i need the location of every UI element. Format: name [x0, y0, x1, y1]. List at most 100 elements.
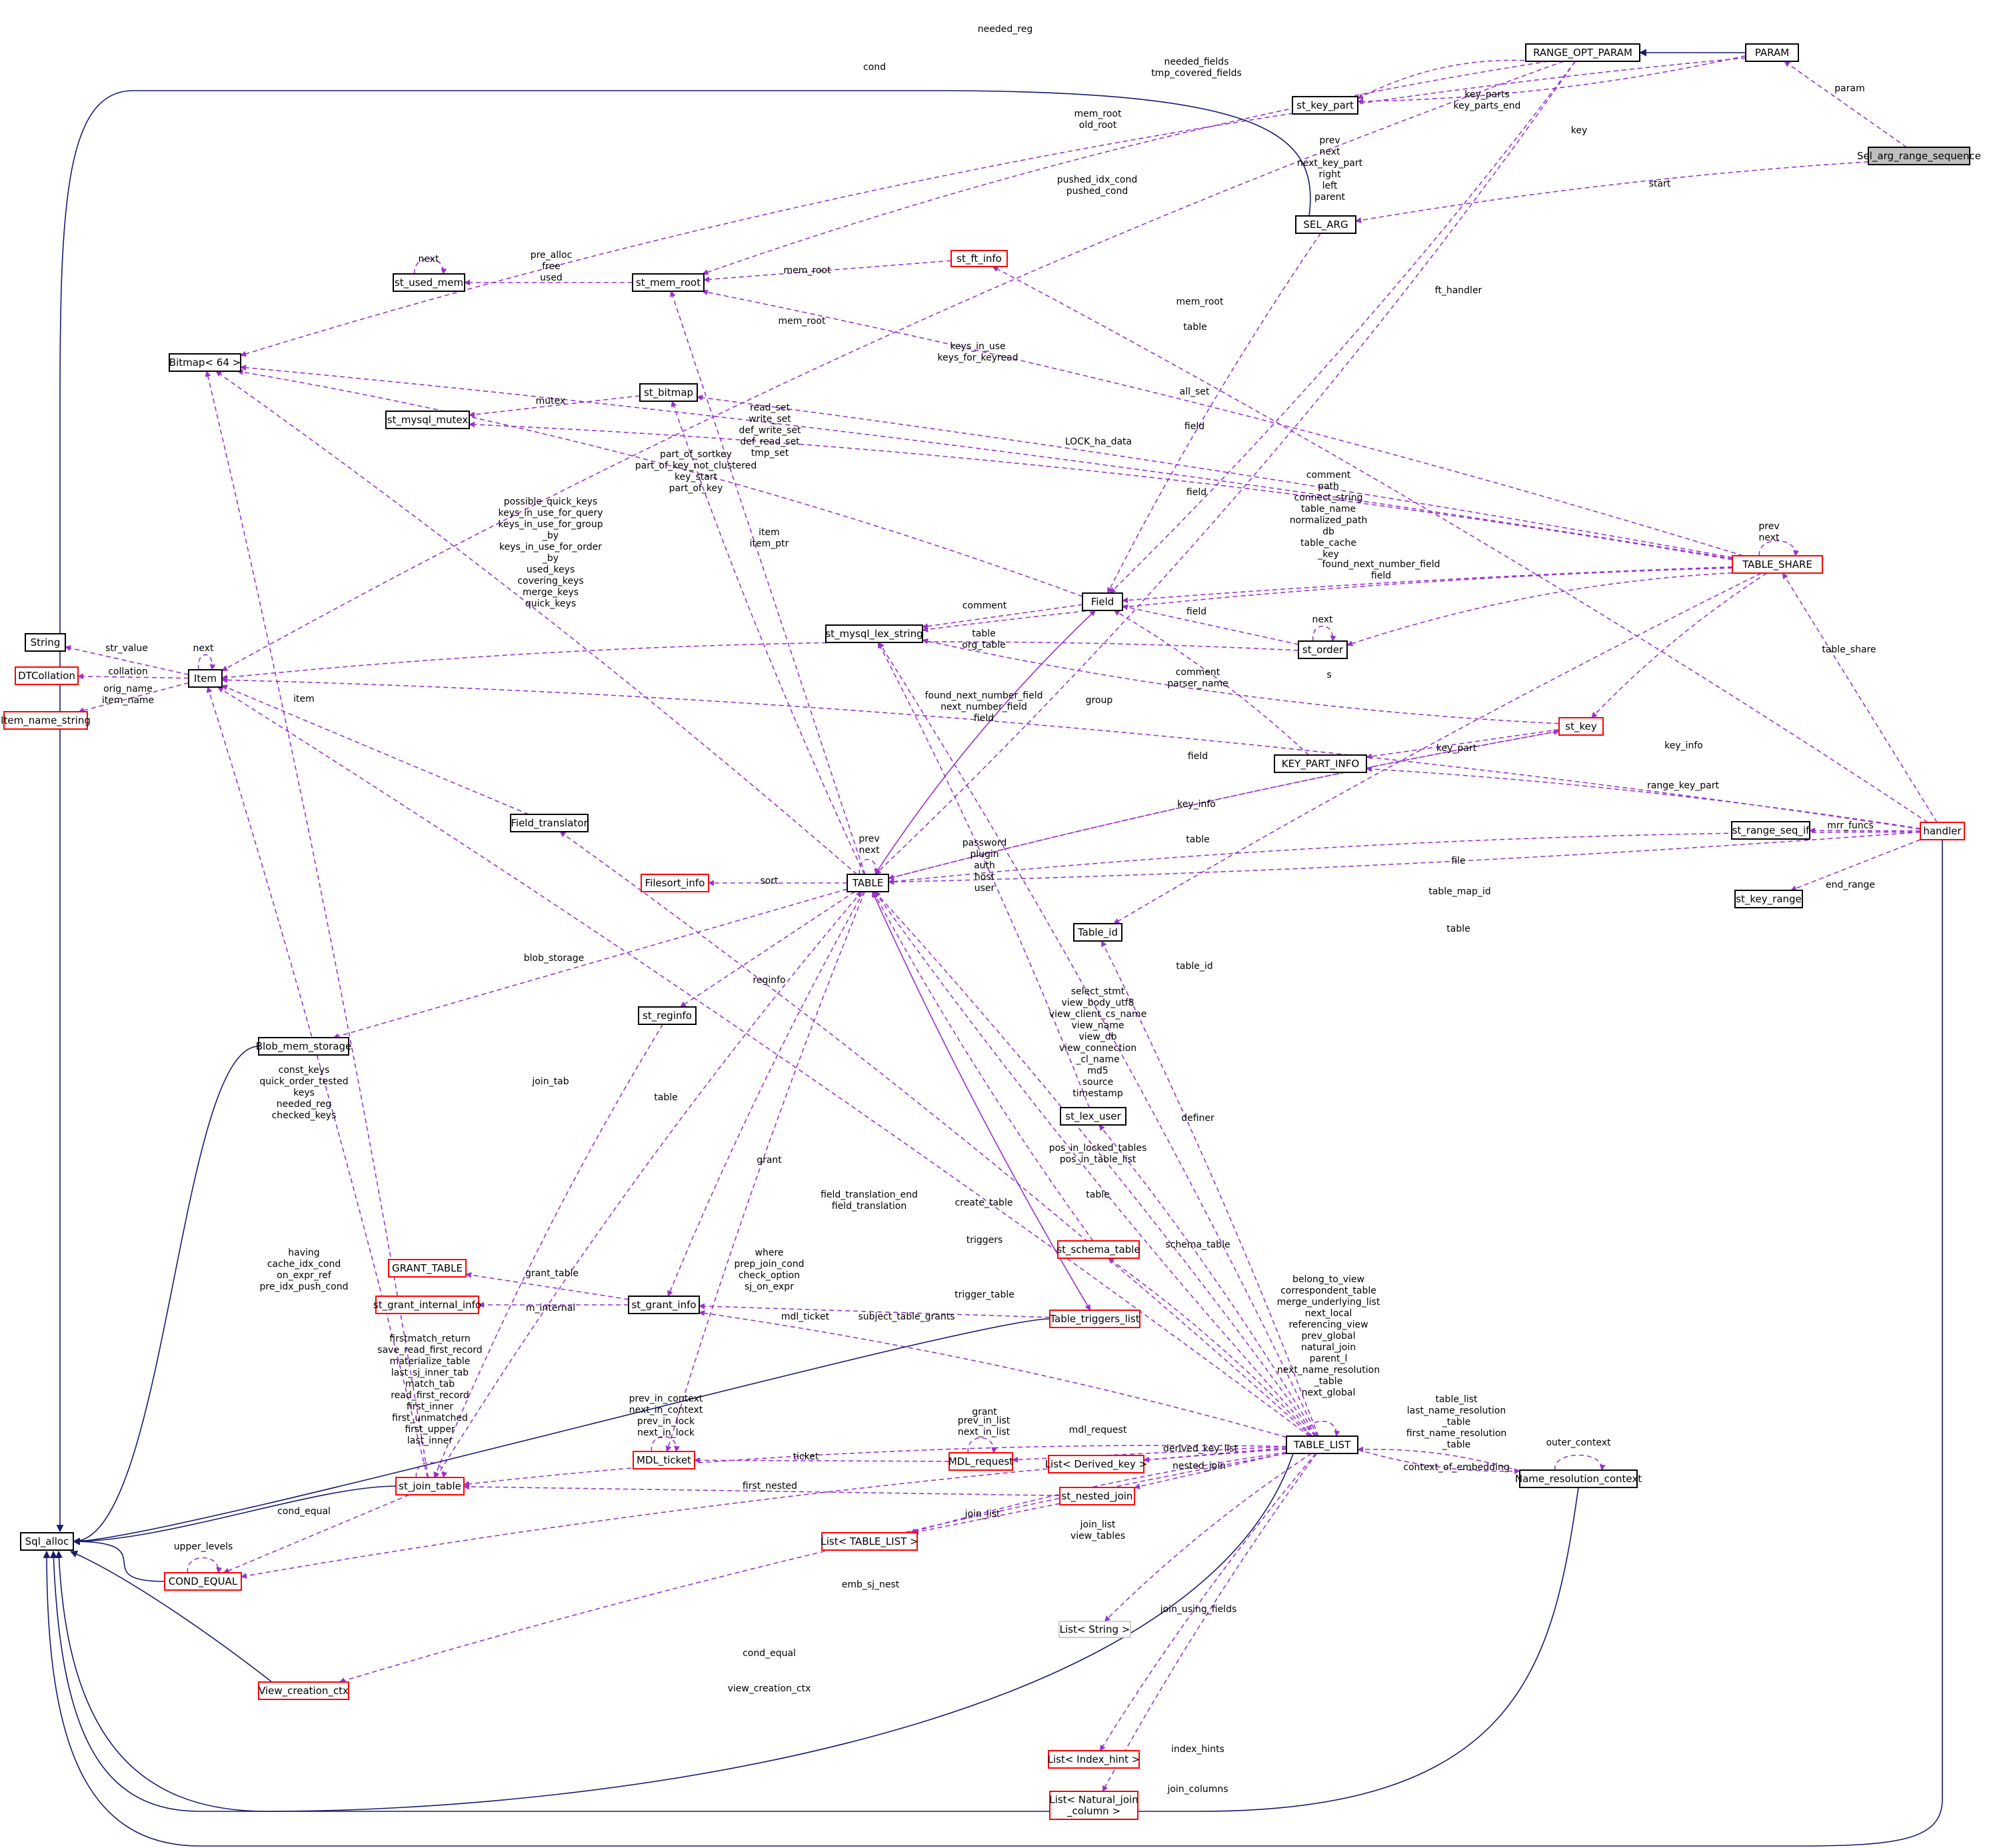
node-table[interactable]: TABLE: [847, 874, 889, 892]
edge-label-line: key_info: [1664, 740, 1703, 751]
node-label: SEL_ARG: [1303, 219, 1348, 231]
node-label: Filesort_info: [645, 877, 705, 890]
usage-edge-table-to-table: [859, 858, 880, 875]
node-handler[interactable]: handler: [1920, 822, 1965, 840]
node-dtcollation[interactable]: DTCollation: [15, 666, 79, 685]
edge-label-line: keys_in_use_for_order: [499, 542, 602, 552]
node-item-name-string[interactable]: Item_name_string: [1, 711, 91, 730]
edge-label-line: mrr_funcs: [1827, 820, 1874, 831]
edge-label-line: prep_join_cond: [734, 1259, 804, 1270]
node-grant-table[interactable]: GRANT_TABLE: [388, 1259, 467, 1278]
node-range-opt-param[interactable]: RANGE_OPT_PARAM: [1525, 43, 1640, 62]
usage-edge-table-share-to-st-mysql-mutex: [469, 421, 1733, 560]
node-cond-equal[interactable]: COND_EQUAL: [164, 1572, 242, 1591]
edge-label-line: next: [1319, 147, 1340, 157]
node-bitmap64[interactable]: Bitmap< 64 >: [169, 353, 241, 372]
edge-label-next-order: next: [1312, 614, 1333, 625]
usage-edge-st-order-to-st-order: [1312, 625, 1336, 642]
edge-label-line: db: [1322, 526, 1334, 537]
edge-label-prev-in-context: prev_in_contextnext_in_contextprev_in_lo…: [629, 1393, 703, 1438]
node-st-reginfo[interactable]: st_reginfo: [638, 1006, 697, 1025]
node-list-derived-key[interactable]: List< Derived_key >: [1045, 1455, 1147, 1473]
edge-label-line: subject_table_grants: [858, 1312, 955, 1322]
edge-label-line: emb_sj_nest: [842, 1579, 900, 1590]
node-st-schema-table[interactable]: st_schema_table: [1056, 1240, 1140, 1259]
edge-label-line: table: [1086, 1190, 1109, 1200]
usage-edge-table-share-to-st-bitmap: [697, 395, 1733, 558]
node-sel-arg[interactable]: SEL_ARG: [1295, 215, 1356, 234]
edge-label-line: table_list: [1435, 1394, 1478, 1405]
node-field[interactable]: Field: [1082, 592, 1123, 611]
edge-label-line: timestamp: [1072, 1088, 1123, 1099]
inheritance-edge-table-list-to-sql-alloc: [55, 1453, 1294, 1812]
node-item[interactable]: Item: [188, 669, 223, 688]
node-list-natural-join-column[interactable]: List< Natural_join_column >: [1049, 1791, 1138, 1820]
node-label: Sql_alloc: [25, 1535, 69, 1548]
edge-label-table-stkey: table: [1186, 834, 1209, 845]
node-field-translator[interactable]: Field_translator: [510, 814, 589, 832]
usage-edge-table-triggers-list-to-table: [872, 891, 1091, 1311]
node-st-key[interactable]: st_key: [1558, 717, 1604, 736]
node-st-used-mem[interactable]: st_used_mem: [393, 273, 465, 292]
node-table-triggers-list[interactable]: Table_triggers_list: [1049, 1310, 1140, 1328]
edge-label-definer: definer: [1181, 1113, 1214, 1124]
edge-label-mdl-ticket-lbl: mdl_ticket: [781, 1312, 830, 1322]
node-list-string[interactable]: List< String >: [1058, 1621, 1131, 1638]
usage-edge-table-share-to-field: [1122, 566, 1733, 604]
node-st-lex-user[interactable]: st_lex_user: [1060, 1107, 1126, 1126]
usage-edge-handler-to-st-ft-info: [992, 266, 1928, 823]
usage-edge-field-to-st-mysql-lex-string: [922, 604, 1083, 630]
node-list-table-list[interactable]: List< TABLE_LIST >: [821, 1532, 919, 1551]
node-st-mysql-mutex[interactable]: st_mysql_mutex: [385, 411, 470, 429]
edge-label-line: table: [1183, 322, 1206, 333]
node-list-index-hint[interactable]: List< Index_hint >: [1048, 1750, 1140, 1769]
node-view-creation-ctx[interactable]: View_creation_ctx: [258, 1681, 349, 1700]
node-st-ft-info[interactable]: st_ft_info: [951, 250, 1008, 267]
usage-edge-mdl-request-to-mdl-request: [967, 1437, 998, 1453]
node-st-grant-info[interactable]: st_grant_info: [628, 1296, 700, 1314]
edge-label-line: host: [975, 872, 995, 882]
node-st-mem-root[interactable]: st_mem_root: [632, 273, 705, 292]
node-st-bitmap[interactable]: st_bitmap: [639, 383, 698, 402]
node-st-order[interactable]: st_order: [1298, 640, 1348, 659]
inheritance-edge-handler-to-sql-alloc: [43, 840, 1943, 1847]
node-param[interactable]: PARAM: [1745, 43, 1799, 62]
node-st-grant-internal-info[interactable]: st_grant_internal_info: [373, 1296, 481, 1314]
node-sel-arg-range-sequence[interactable]: Sel_arg_range_sequence: [1857, 147, 1981, 165]
node-string[interactable]: String: [25, 633, 66, 652]
edge-label-line: field: [1186, 606, 1206, 617]
node-st-join-table[interactable]: st_join_table: [395, 1477, 465, 1495]
node-table-id[interactable]: Table_id: [1073, 923, 1122, 942]
usage-edge-st-nested-join-to-list-table-list: [912, 1503, 1060, 1535]
node-key-part-info[interactable]: KEY_PART_INFO: [1274, 754, 1367, 773]
edge-label-line: referencing_view: [1288, 1320, 1368, 1330]
node-mdl-request[interactable]: MDL_request: [949, 1452, 1013, 1471]
node-blob-mem-storage[interactable]: Blob_mem_storage: [256, 1037, 352, 1056]
usage-edge-table-list-to-list-natural-join-column: [1102, 1453, 1317, 1792]
node-st-key-range[interactable]: st_key_range: [1734, 890, 1803, 908]
inheritance-edge-sel-arg-to-sql-alloc: [56, 90, 1311, 1533]
edge-label-line: left: [1322, 181, 1338, 191]
node-table-share[interactable]: TABLE_SHARE: [1732, 555, 1823, 574]
node-st-mysql-lex-string[interactable]: st_mysql_lex_string: [825, 624, 923, 643]
node-box: [1745, 43, 1799, 62]
usage-edge-sel-arg-range-sequence-to-param: [1784, 61, 1907, 148]
node-st-key-part[interactable]: st_key_part: [1292, 96, 1358, 115]
edge-label-line: next_in_context: [629, 1405, 703, 1415]
edge-label-needed-reg: needed_reg: [978, 24, 1032, 35]
node-st-range-seq-if[interactable]: st_range_seq_if: [1731, 821, 1810, 840]
node-name-resolution-context[interactable]: Name_resolution_context: [1515, 1469, 1642, 1488]
edge-label-line: orig_name: [103, 684, 153, 694]
edge-label-line: next_global: [1302, 1387, 1356, 1398]
node-filesort-info[interactable]: Filesort_info: [641, 874, 709, 892]
edge-label-line: check_option: [739, 1270, 800, 1281]
node-table-list[interactable]: TABLE_LIST: [1286, 1435, 1358, 1454]
node-st-nested-join[interactable]: st_nested_join: [1059, 1487, 1135, 1505]
node-label: KEY_PART_INFO: [1282, 758, 1359, 770]
node-sql-alloc[interactable]: Sql_alloc: [20, 1532, 74, 1551]
edge-label-line: where: [755, 1248, 784, 1258]
node-mdl-ticket[interactable]: MDL_ticket: [633, 1451, 695, 1469]
